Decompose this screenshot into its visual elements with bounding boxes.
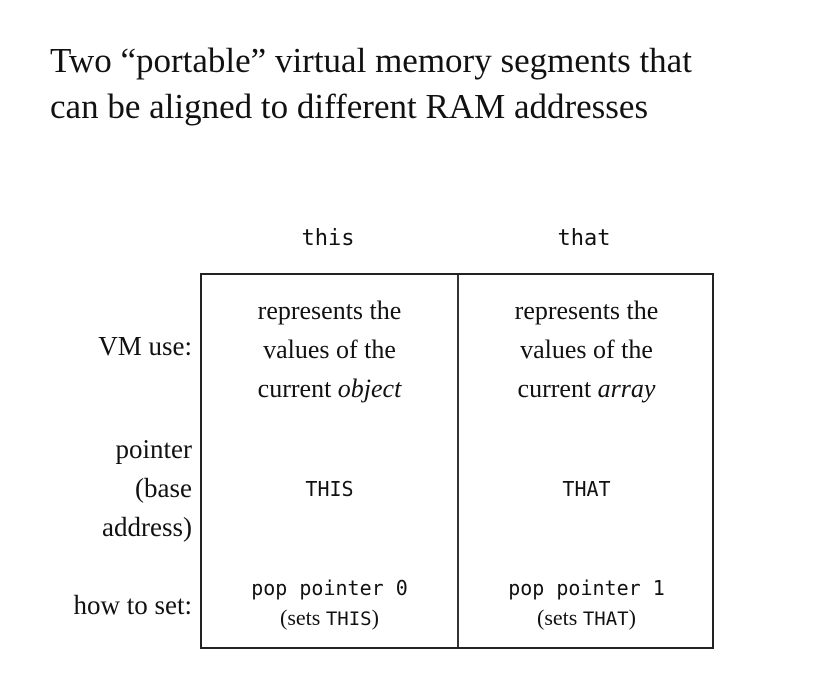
note-text: (sets (537, 605, 583, 630)
note-register: THIS (325, 608, 372, 630)
cell-text: represents the (257, 296, 402, 325)
cell-emphasis: object (337, 374, 402, 403)
note-text: ) (371, 605, 379, 630)
column-divider (457, 275, 459, 647)
note-register: THAT (582, 608, 629, 630)
cell-this-how-to-set: pop pointer 0 (sets THIS) (202, 573, 457, 634)
cell-this-pointer: THIS (305, 477, 354, 501)
set-command: pop pointer 1 (508, 576, 665, 600)
cell-that-how-to-set: pop pointer 1 (sets THAT) (459, 573, 714, 634)
row-label-pointer-line-3: address) (102, 512, 192, 542)
title-line-1: Two “portable” virtual memory segments t… (50, 41, 692, 80)
cell-that-pointer: THAT (562, 477, 611, 501)
set-note: (sets THAT) (459, 603, 714, 634)
note-text: (sets (280, 605, 326, 630)
row-label-pointer-line-2: (base (135, 473, 192, 503)
cell-that-vm-use: represents the values of the current arr… (459, 291, 714, 408)
row-label-how-to-set: how to set: (73, 590, 193, 620)
cell-text: current (257, 374, 338, 403)
title-line-2: can be aligned to different RAM addresse… (50, 87, 649, 126)
segment-table: represents the values of the current obj… (200, 273, 714, 649)
row-label-pointer: pointer (base address) (102, 430, 192, 547)
cell-text: current (517, 374, 598, 403)
cell-text: values of the (263, 335, 396, 364)
cell-text: values of the (520, 335, 653, 364)
cell-text: represents the (514, 296, 659, 325)
set-note: (sets THIS) (202, 603, 457, 634)
row-label-pointer-line-1: pointer (115, 434, 192, 464)
note-text: ) (628, 605, 636, 630)
column-header-that: that (557, 226, 611, 251)
row-label-vm-use: VM use: (98, 331, 192, 361)
slide-title: Two “portable” virtual memory segments t… (50, 38, 829, 130)
set-command: pop pointer 0 (251, 576, 408, 600)
cell-this-vm-use: represents the values of the current obj… (202, 291, 457, 408)
cell-emphasis: array (597, 374, 656, 403)
column-header-this: this (301, 226, 355, 251)
